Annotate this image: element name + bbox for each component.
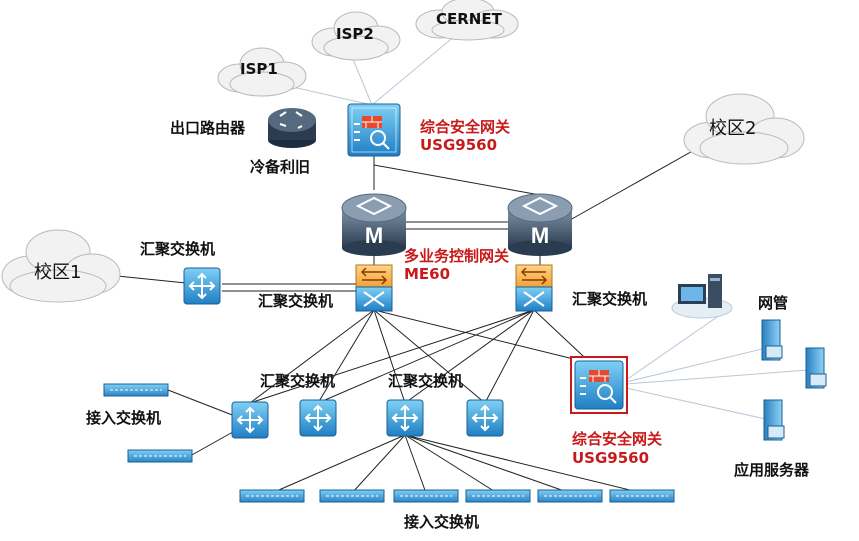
access-switches xyxy=(103,383,675,503)
msc-name: 多业务控制网关 xyxy=(404,247,510,265)
msc-left-icon xyxy=(355,264,393,312)
exit-router-label: 出口路由器 xyxy=(170,119,246,137)
campus2-label: 校区2 xyxy=(709,118,757,139)
app-servers-label: 应用服务器 xyxy=(734,461,810,479)
access-switch-icon xyxy=(393,489,459,503)
agg-right-label: 汇聚交换机 xyxy=(572,290,648,308)
msc-model: ME60 xyxy=(404,265,451,283)
isp2-label: ISP2 xyxy=(336,25,374,43)
agg-switch-1-icon xyxy=(231,401,269,439)
security-gateway-bottom-icon xyxy=(570,356,628,414)
isp2-cloud xyxy=(311,11,401,61)
gateway-top-model: USG9560 xyxy=(420,136,498,154)
server-icon xyxy=(763,399,785,441)
agg-left-bottom-label: 汇聚交换机 xyxy=(258,292,334,310)
svg-text:M: M xyxy=(365,223,383,248)
exit-router-icon xyxy=(268,108,316,148)
msc-right-icon xyxy=(515,264,553,312)
campus1-label: 校区1 xyxy=(34,262,82,283)
link-gw-cernet xyxy=(371,29,463,106)
svg-text:M: M xyxy=(531,223,549,248)
netmgmt-icon xyxy=(671,274,733,319)
agg-mid2-label: 汇聚交换机 xyxy=(388,372,464,390)
isp1-cloud xyxy=(217,47,307,97)
agg-left-top-label: 汇聚交换机 xyxy=(140,240,216,258)
gateway-bottom-name: 综合安全网关 xyxy=(572,430,663,448)
gateway-bottom-model: USG9560 xyxy=(572,449,650,467)
cold-standby-label: 冷备利旧 xyxy=(250,158,311,176)
cernet-cloud xyxy=(415,0,519,41)
access-bottom-label: 接入交换机 xyxy=(404,513,480,531)
access-switch-icon xyxy=(103,383,169,397)
core-router-left-icon: M xyxy=(341,193,407,256)
agg-mid1-label: 汇聚交换机 xyxy=(260,372,336,390)
agg-switch-3-icon xyxy=(386,399,424,437)
netmgmt-label: 网管 xyxy=(758,294,789,312)
access-switch-icon xyxy=(319,489,385,503)
link-gw-isp2 xyxy=(349,51,373,106)
security-gateway-top-icon xyxy=(347,103,401,157)
access-left-label: 接入交换机 xyxy=(86,409,162,427)
campus1-cloud xyxy=(1,229,121,303)
access-switch-icon xyxy=(537,489,603,503)
gateway-top-name: 综合安全网关 xyxy=(420,118,511,136)
server-icon xyxy=(805,347,827,389)
isp1-label: ISP1 xyxy=(240,60,278,78)
server-icon xyxy=(761,319,783,361)
link-gw-router-right xyxy=(373,164,541,196)
core-router-right-icon: M xyxy=(507,193,573,256)
campus2-cloud xyxy=(683,93,805,165)
agg-switch-4-icon xyxy=(466,399,504,437)
agg-switch-campus-icon xyxy=(183,267,221,305)
access-switch-icon xyxy=(465,489,531,503)
cernet-label: CERNET xyxy=(436,10,502,28)
link-router-campus2 xyxy=(569,139,713,221)
agg-switch-2-icon xyxy=(299,399,337,437)
access-switch-icon xyxy=(127,449,193,463)
access-switch-icon xyxy=(239,489,305,503)
access-switch-icon xyxy=(609,489,675,503)
